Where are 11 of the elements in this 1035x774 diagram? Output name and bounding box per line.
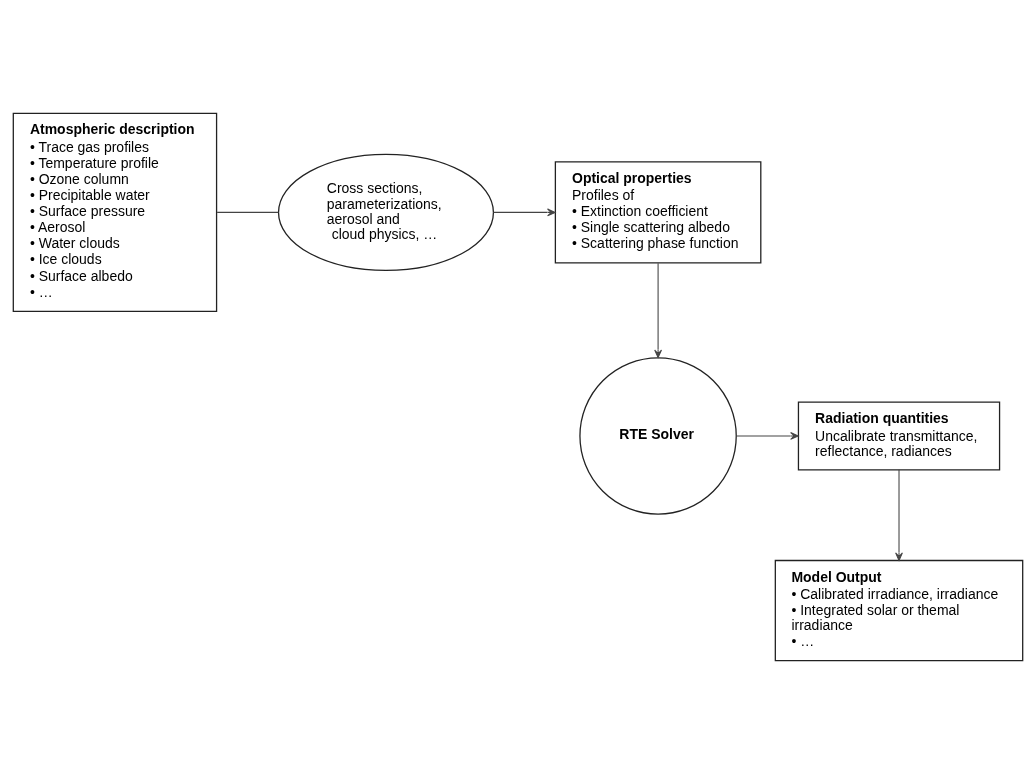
- arrow: [653, 262, 662, 359]
- node-box: Atmospheric description • Trace gas profiles • Temperature profile • Ozone column • Precipitable water • Surface pressure • Aerosol • Water clouds • Ice clouds • Surface albedo • …: [12, 112, 217, 312]
- arrow: [492, 208, 556, 217]
- arrow: [735, 432, 799, 440]
- arrow: [894, 469, 903, 561]
- node-box: Radiation quantities Uncalibrate transmittance, reflectance, radiances: [797, 401, 1000, 471]
- node-box: Optical properties Profiles of • Extinction coefficient • Single scattering albedo • Scattering phase function: [554, 161, 761, 264]
- node-ellipse: Cross sections, parameterizations, aerosol and cloud physics, …: [277, 153, 494, 272]
- node-box: Model Output • Calibrated irradiance, irradiance • Integrated solar or themal irradiance • …: [774, 559, 1023, 662]
- connector: [216, 211, 279, 213]
- node-circle: RTE Solver: [578, 357, 737, 515]
